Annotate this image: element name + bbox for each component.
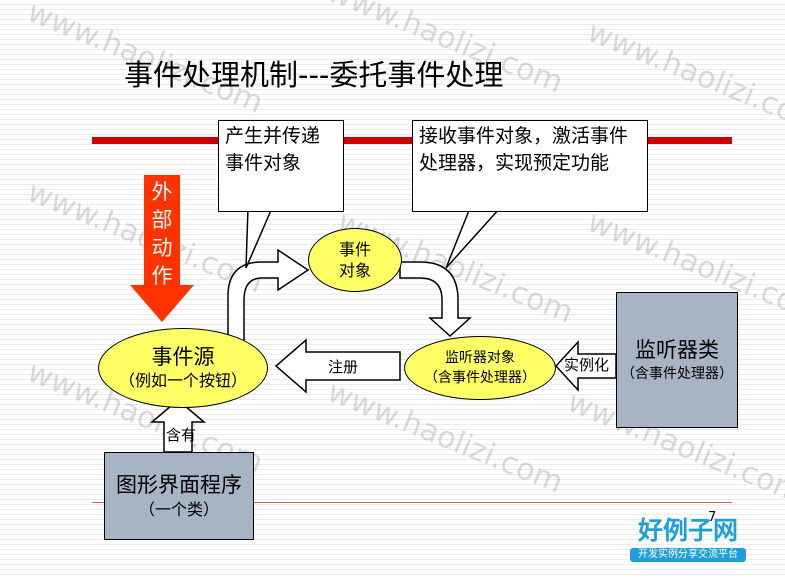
page-number: 7: [708, 510, 717, 525]
instantiate-arrow: [554, 340, 617, 392]
event-object-line2: 对象: [338, 261, 371, 280]
generate-arrow: [227, 248, 310, 351]
logo-tagline: 开发实例分享交流平台: [630, 548, 746, 562]
event-source-node: 事件源 （例如一个按钮）: [98, 328, 268, 408]
instantiate-label: 实例化: [564, 356, 610, 374]
gui-program-line2: （一个类）: [138, 500, 219, 519]
gui-program-box: 图形界面程序 （一个类）: [104, 452, 254, 540]
footer-line: [92, 502, 732, 503]
logo-name: 好例子网: [637, 516, 738, 545]
site-logo: 好例子网 开发实例分享交流平台: [622, 516, 754, 570]
listener-object-node: 监听器对象 （含事件处理器）: [404, 336, 556, 400]
gui-program-line1: 图形界面程序: [116, 473, 242, 497]
callout-generate: 产生并传递事件对象: [218, 120, 344, 212]
contains-label: 含有: [166, 426, 197, 444]
deliver-arrow: [399, 261, 472, 338]
slide-title: 事件处理机制---委托事件处理: [124, 58, 504, 92]
event-object-line1: 事件: [338, 240, 371, 259]
external-action-label: 外部动作: [151, 180, 173, 288]
callout-pointer: [445, 207, 502, 269]
register-label: 注册: [328, 358, 359, 376]
event-object-node: 事件 对象: [308, 228, 402, 292]
callout-pointer: [245, 207, 274, 269]
listener-object-line2: （含事件处理器）: [424, 370, 536, 386]
external-action-arrow: [130, 175, 194, 322]
register-arrow: [274, 338, 401, 394]
listener-class-line1: 监听器类: [635, 338, 719, 362]
listener-class-box: 监听器类 （含事件处理器）: [616, 292, 738, 428]
event-source-line2: （例如一个按钮）: [118, 371, 247, 390]
callout-receive: 接收事件对象，激活事件处理器，实现预定功能: [412, 120, 648, 212]
contains-arrow: [149, 399, 207, 453]
listener-class-line2: （含事件处理器）: [621, 366, 733, 382]
listener-object-line1: 监听器对象: [445, 350, 515, 366]
event-source-line1: 事件源: [151, 345, 215, 369]
